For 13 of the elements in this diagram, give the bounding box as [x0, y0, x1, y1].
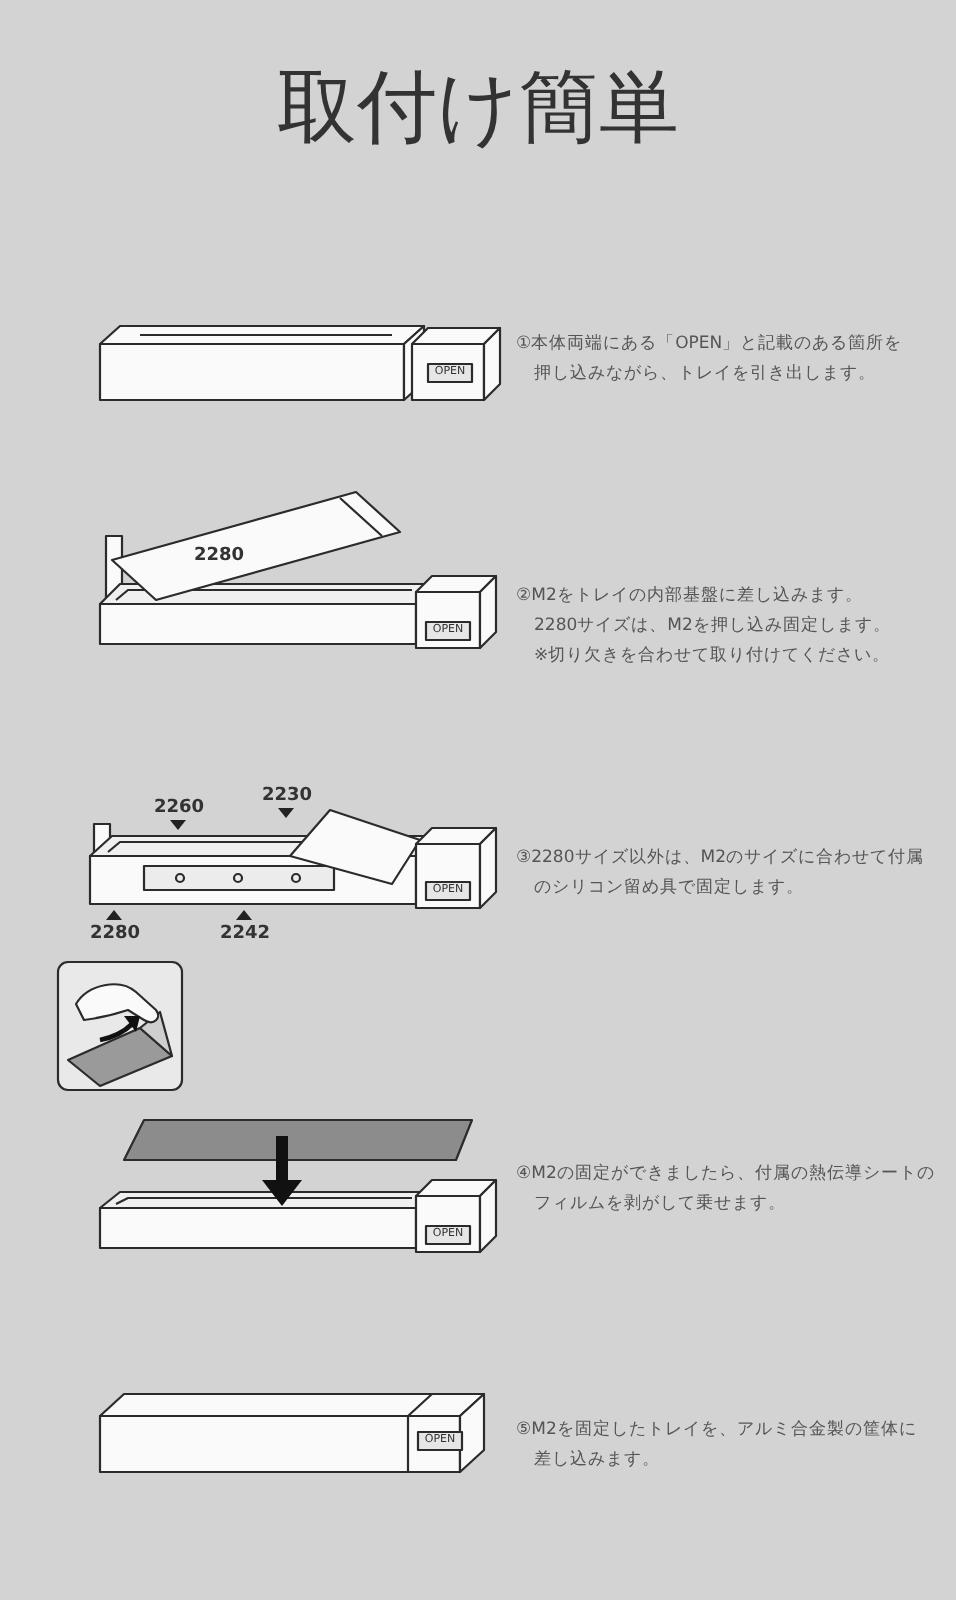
size-label: 2230 — [262, 786, 313, 806]
size-label: 2280 — [90, 924, 141, 944]
size-label: 2260 — [154, 798, 205, 818]
page-title: 取付け簡単 — [277, 60, 679, 156]
instruction-text: ④M2の固定ができましたら、付属の熱伝導シートのフィルムを剥がして乗せます。 — [516, 1161, 937, 1218]
instruction-text: ③2280サイズ以外は、M2のサイズに合わせて付属のシリコン留め具で固定します。 — [516, 846, 926, 902]
instruction-text: ②M2をトレイの内部基盤に差し込みます。 — [516, 584, 865, 610]
size-label: 2280 — [194, 546, 245, 566]
instruction-text: ⑤M2を固定したトレイを、アルミ合金製の筐体に差し込みます。 — [516, 1417, 919, 1474]
instruction-text: 2280サイズは、M2を押し込み固定します。 — [534, 613, 893, 640]
size-label: 2242 — [220, 924, 271, 944]
instruction-text: ※切り欠きを合わせて取り付けてください。 — [534, 644, 893, 670]
instruction-text: ①本体両端にある「OPEN」と記載のある箇所を押し込みながら、トレイを引き出します。 — [516, 332, 905, 388]
